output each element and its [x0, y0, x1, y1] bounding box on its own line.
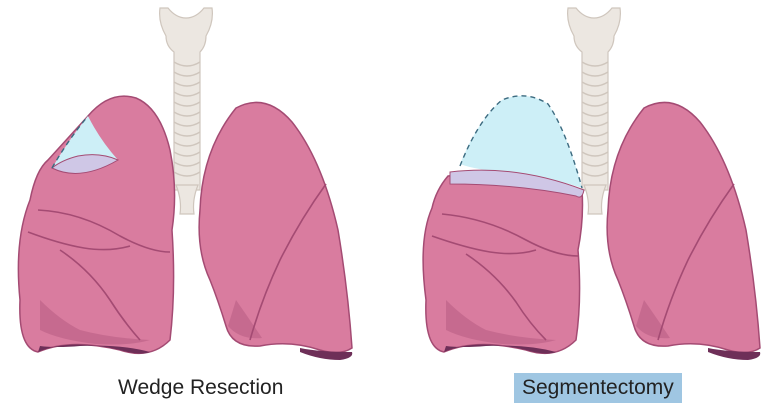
segmentectomy-caption: Segmentectomy	[514, 373, 682, 403]
left-lung	[199, 102, 352, 360]
right-lung	[423, 173, 582, 354]
wedge-resection-panel: Wedge Resection	[0, 0, 386, 407]
segmentectomy-illustration	[386, 0, 772, 360]
wedge-resection-illustration	[0, 0, 386, 360]
resected-segment-region	[450, 96, 584, 197]
left-lung	[607, 102, 760, 360]
segmentectomy-panel: Segmentectomy	[386, 0, 772, 407]
wedge-resection-caption: Wedge Resection	[118, 373, 283, 403]
